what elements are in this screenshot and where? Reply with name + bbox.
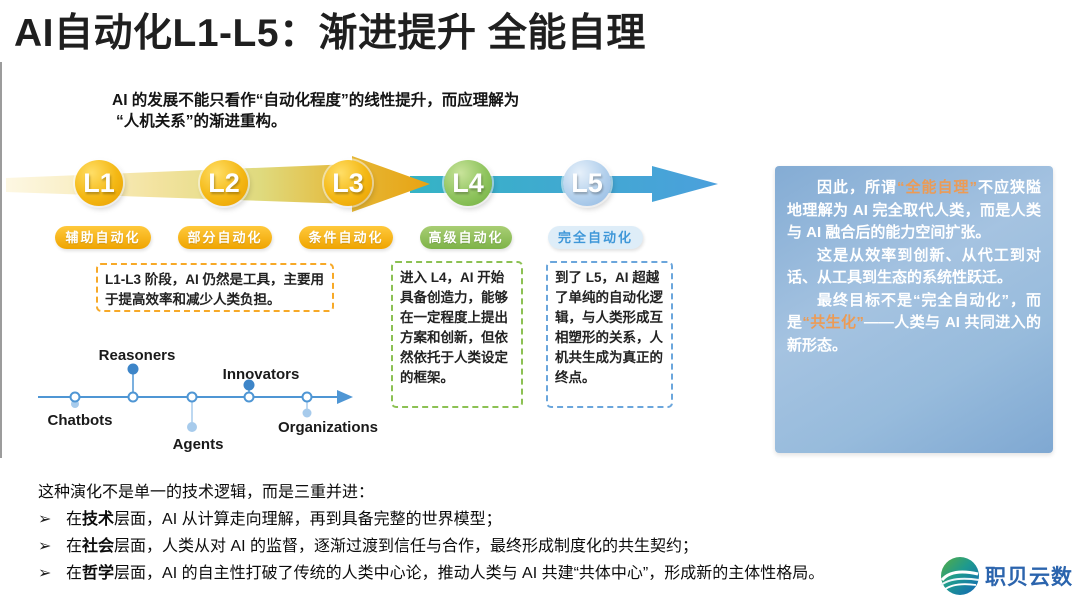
- page-title: AI自动化L1-L5：渐进提升 全能自理: [14, 12, 646, 55]
- brand-logo-text: 职贝云数: [985, 566, 1073, 589]
- highlight-gongshenghua: “共生化”: [802, 314, 864, 331]
- footer-lead: 这种演化不是单一的技术逻辑，而是三重并进：: [38, 484, 375, 501]
- stage-label-organizations: Organizations: [278, 419, 378, 436]
- stages-timeline: Chatbots Reasoners Agents Innovators Org…: [38, 347, 378, 453]
- footer-summary: 这种演化不是单一的技术逻辑，而是三重并进： ➢ 在技术层面，AI 从计算走向理解…: [38, 479, 1038, 587]
- reasoners-dot: [127, 363, 139, 375]
- level-circle-l2: L2: [200, 160, 248, 206]
- level-pill-l2: 部分自动化: [178, 226, 272, 249]
- level-pill-l5: 完全自动化: [548, 226, 643, 249]
- organizations-dot: [302, 408, 312, 418]
- stage-label-chatbots: Chatbots: [48, 412, 113, 429]
- level-circle-l5: L5: [563, 160, 611, 206]
- agents-dot: [187, 422, 197, 432]
- level-circle-l3: L3: [324, 160, 372, 206]
- callout-l5: 到了 L5，AI 超越了单纯的自动化逻辑，与人类形成互相塑形的关系，人机共生成为…: [546, 261, 673, 408]
- brand-logo: 职贝云数: [938, 554, 1073, 598]
- panel-paragraph-1: 因此，所谓“全能自理”不应狭隘地理解为 AI 完全取代人类，而是人类与 AI 融…: [787, 179, 1041, 241]
- level-circle-l4: L4: [444, 160, 492, 206]
- callout-l4: 进入 L4，AI 开始具备创造力，能够在一定程度上提出方案和创新，但依然依托于人…: [391, 261, 523, 408]
- level-circle-l1: L1: [75, 160, 123, 206]
- globe-wave-logo-icon: [940, 557, 980, 595]
- panel-paragraph-3: 最终目标不是“完全自动化”，而是“共生化”——人类与 AI 共同进入的新形态。: [787, 291, 1041, 354]
- level-pill-l3: 条件自动化: [299, 226, 393, 249]
- intro-line-2: “人机关系”的渐进重构。: [116, 113, 287, 130]
- footer-bullet-society: ➢ 在社会层面，人类从对 AI 的监督，逐渐过渡到信任与合作，最终形成制度化的共…: [38, 533, 1038, 560]
- stage-label-innovators: Innovators: [223, 366, 300, 383]
- footer-bullet-philosophy: ➢ 在哲学层面，AI 的自主性打破了传统的人类中心论，推动人类与 AI 共建“共…: [38, 560, 1038, 587]
- intro-line-1: AI 的发展不能只看作“自动化程度”的线性提升，而应理解为: [112, 92, 520, 109]
- arrow-bullet-icon: ➢: [38, 538, 52, 555]
- left-edge-rule: [0, 62, 2, 458]
- stage-label-agents: Agents: [173, 436, 224, 453]
- arrow-bullet-icon: ➢: [38, 511, 52, 528]
- callout-l1-l3: L1-L3 阶段，AI 仍然是工具，主要用于提高效率和减少人类负担。: [96, 263, 334, 312]
- conclusion-panel: 因此，所谓“全能自理”不应狭隘地理解为 AI 完全取代人类，而是人类与 AI 融…: [775, 166, 1053, 453]
- panel-paragraph-2: 这是从效率到创新、从代工到对话、从工具到生态的系统性跃迁。: [787, 246, 1041, 287]
- level-pill-l1: 辅助自动化: [55, 226, 151, 249]
- timeline-arrowhead: [337, 390, 353, 404]
- highlight-quannengzili: “全能自理”: [896, 179, 977, 196]
- arrow-bullet-icon: ➢: [38, 565, 52, 582]
- intro-text: AI 的发展不能只看作“自动化程度”的线性提升，而应理解为 “人机关系”的渐进重…: [112, 90, 519, 132]
- footer-bullet-tech: ➢ 在技术层面，AI 从计算走向理解，再到具备完整的世界模型；: [38, 506, 1038, 533]
- level-pill-l4: 高级自动化: [420, 226, 512, 249]
- innovators-dot: [243, 379, 255, 391]
- stage-label-reasoners: Reasoners: [99, 347, 176, 364]
